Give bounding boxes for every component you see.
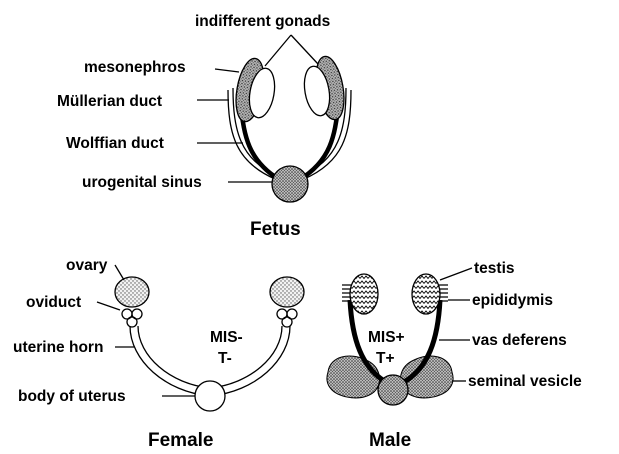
leader-mesonephros bbox=[215, 69, 239, 72]
label-body-of-uterus: body of uterus bbox=[18, 388, 126, 405]
male-diagram: MIS+ T+ testis epididymis vas deferens s… bbox=[327, 260, 582, 451]
label-epididymis: epididymis bbox=[472, 292, 553, 309]
title-fetus: Fetus bbox=[250, 219, 301, 240]
male-urogenital-sinus bbox=[378, 375, 408, 405]
oviduct-left bbox=[122, 309, 142, 327]
seminal-vesicle-left bbox=[327, 356, 380, 398]
female-hormone-t: T- bbox=[218, 350, 232, 367]
leader-ovary bbox=[115, 265, 124, 280]
label-vas-deferens: vas deferens bbox=[472, 332, 567, 349]
label-indifferent-gonads: indifferent gonads bbox=[195, 13, 330, 30]
male-hormone-mis: MIS+ bbox=[368, 329, 405, 346]
body-of-uterus bbox=[195, 381, 225, 411]
label-mesonephros: mesonephros bbox=[84, 59, 186, 76]
label-oviduct: oviduct bbox=[26, 294, 81, 311]
oviduct-right bbox=[277, 309, 297, 327]
label-seminal-vesicle: seminal vesicle bbox=[468, 373, 582, 390]
title-female: Female bbox=[148, 430, 213, 451]
label-testis: testis bbox=[474, 260, 515, 277]
ovary-left bbox=[115, 277, 149, 307]
leader-gonads-right bbox=[291, 35, 318, 64]
ovary-right bbox=[270, 277, 304, 307]
label-wolffian-duct: Wolffian duct bbox=[66, 135, 164, 152]
title-male: Male bbox=[369, 430, 411, 451]
male-hormone-t: T+ bbox=[376, 350, 395, 367]
fetus-diagram: indifferent gonads mesonephros Müllerian… bbox=[57, 13, 351, 240]
female-diagram: MIS- T- ovary oviduct uterine horn body … bbox=[13, 257, 304, 451]
label-mullerian-duct: Müllerian duct bbox=[57, 93, 162, 110]
leader-gonads-left bbox=[265, 35, 291, 66]
label-uterine-horn: uterine horn bbox=[13, 339, 103, 356]
label-urogenital-sinus: urogenital sinus bbox=[82, 174, 202, 191]
female-hormone-mis: MIS- bbox=[210, 329, 243, 346]
label-ovary: ovary bbox=[66, 257, 108, 274]
leader-oviduct bbox=[97, 302, 120, 310]
leader-testis bbox=[440, 268, 472, 280]
testis-right bbox=[412, 274, 440, 314]
urogenital-sinus bbox=[272, 166, 308, 202]
testis-left bbox=[350, 274, 378, 314]
